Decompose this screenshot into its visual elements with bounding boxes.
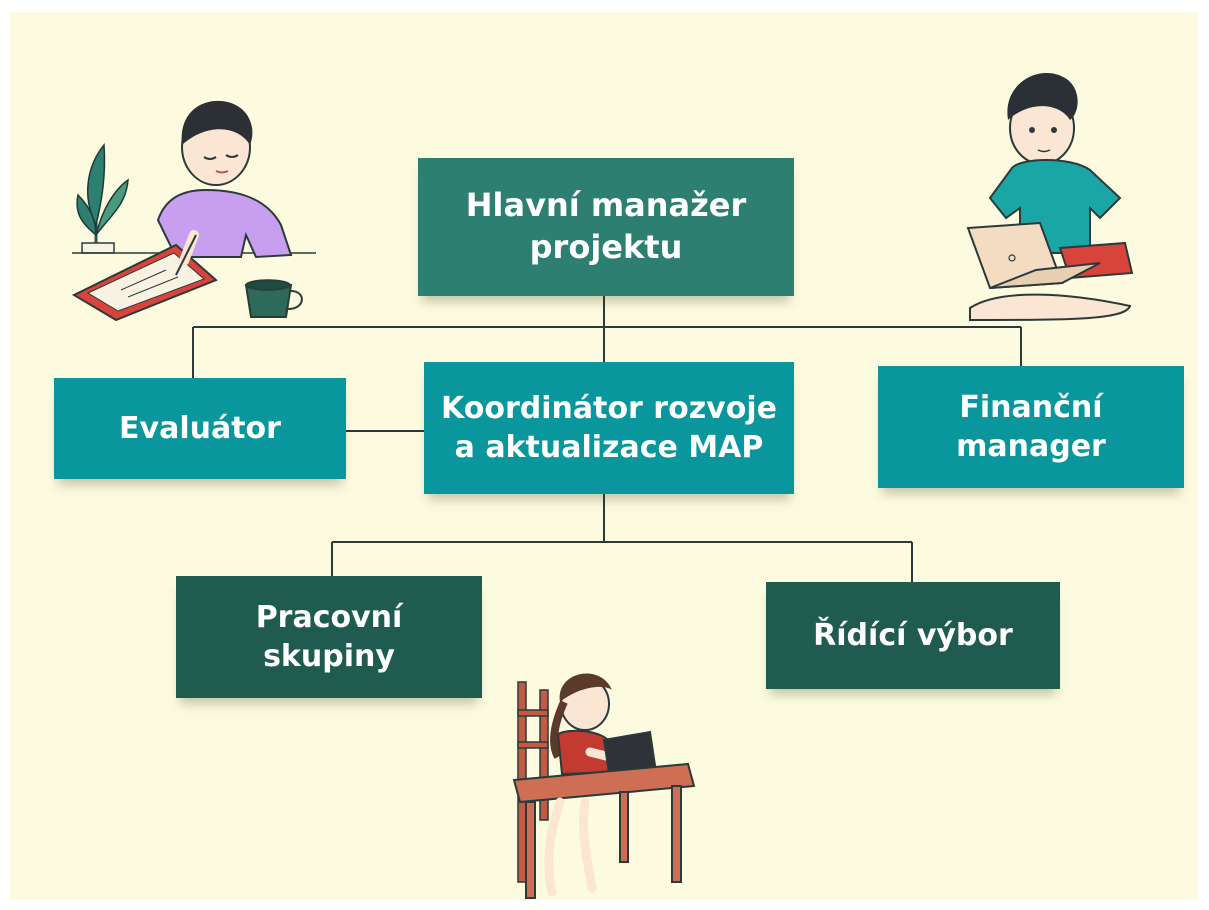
node-finance-manager: Finanční manager [878, 366, 1184, 488]
node-steering-committee: Řídící výbor [766, 582, 1060, 689]
node-coordinator: Koordinátor rozvoje a aktualizace MAP [424, 362, 794, 494]
woman-drawing-illustration [71, 100, 316, 322]
coffee-cup-icon [244, 279, 303, 318]
boy-laptop-illustration [966, 72, 1134, 322]
node-main-manager-label: Hlavní manažer projektu [465, 186, 747, 266]
girl-desk-illustration [512, 673, 696, 899]
node-coordinator-label: Koordinátor rozvoje a aktualizace MAP [441, 391, 777, 465]
node-finance-manager-label: Finanční manager [956, 390, 1106, 464]
plant-icon [76, 143, 129, 254]
node-work-groups-label: Pracovní skupiny [255, 600, 403, 674]
node-evaluator-label: Evaluátor [119, 411, 281, 446]
laptop-icon [966, 221, 1101, 290]
desk-icon [512, 762, 696, 899]
node-evaluator: Evaluátor [54, 378, 346, 479]
node-main-manager: Hlavní manažer projektu [418, 158, 794, 296]
node-work-groups: Pracovní skupiny [176, 576, 482, 698]
node-steering-committee-label: Řídící výbor [813, 618, 1013, 653]
